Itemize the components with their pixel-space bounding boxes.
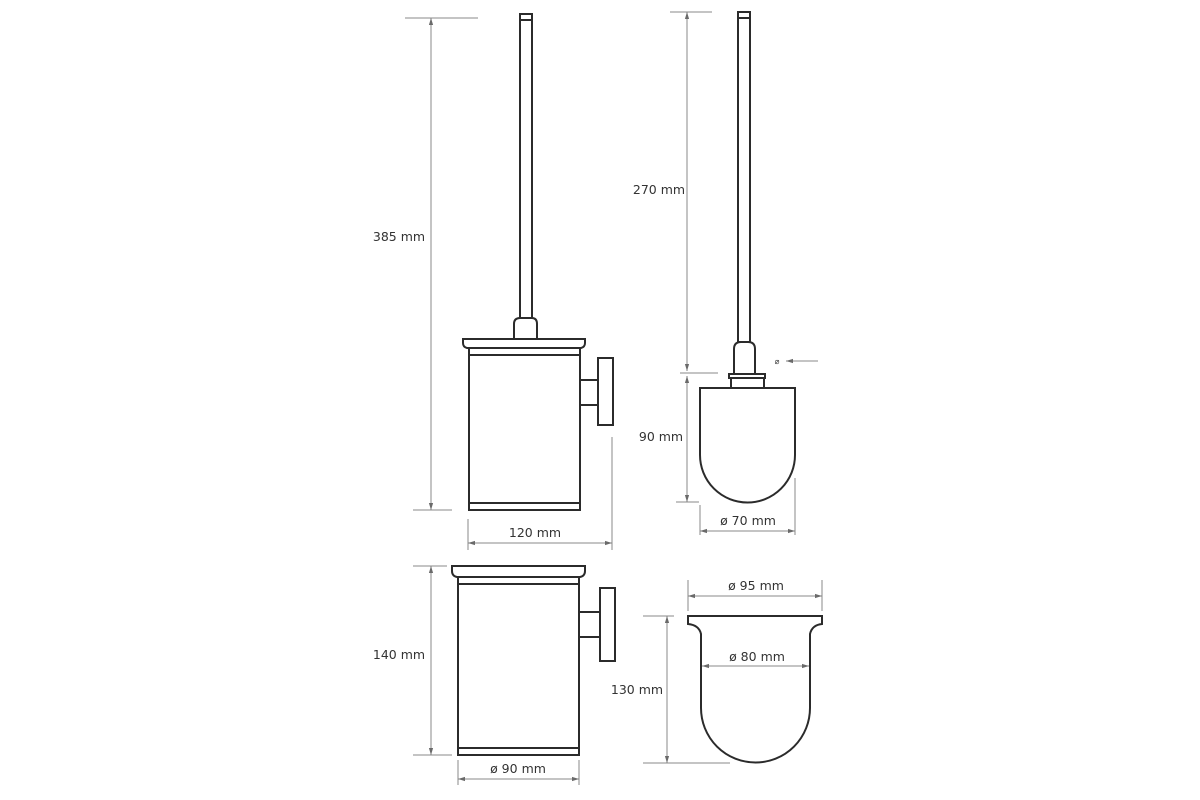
assembled-view: 385 mm 120 mm [373, 13, 614, 550]
holder-view: 140 mm ø 90 mm [373, 565, 616, 785]
cup-body [687, 615, 823, 764]
cup-outer-diameter-label: ø 95 mm [728, 578, 784, 593]
head-diameter-label: ø 70 mm [720, 513, 776, 528]
cup-inner-diameter-label: ø 80 mm [729, 649, 785, 664]
wall-mount-plate [597, 357, 614, 426]
holder-diameter-label: ø 90 mm [490, 761, 546, 776]
brush-head [699, 387, 796, 504]
holder-height-label: 140 mm [373, 647, 425, 662]
brush-ferrule [733, 341, 756, 375]
cup-height-label: 130 mm [611, 682, 663, 697]
holder-body [457, 576, 580, 756]
handle-ferrule [513, 317, 538, 341]
brush-neck [730, 377, 765, 389]
cup-view: ø 95 mm ø 80 mm 130 mm [611, 578, 823, 764]
handle-label: 270 mm [633, 182, 685, 197]
holder-body [468, 347, 581, 511]
height-label: 385 mm [373, 229, 425, 244]
marker-label: ⌀ [775, 357, 780, 366]
wall-mount-plate [599, 587, 616, 662]
holder-lid [451, 565, 586, 578]
head-label: 90 mm [639, 429, 683, 444]
wall-mount-connector [579, 379, 599, 406]
brush-handle [737, 11, 751, 343]
width-label: 120 mm [509, 525, 561, 540]
holder-lid [462, 338, 586, 349]
wall-mount-connector [578, 611, 601, 638]
brush-handle [519, 13, 533, 321]
brush-view: ⌀ 270 mm 90 mm ø 70 mm [633, 11, 818, 535]
